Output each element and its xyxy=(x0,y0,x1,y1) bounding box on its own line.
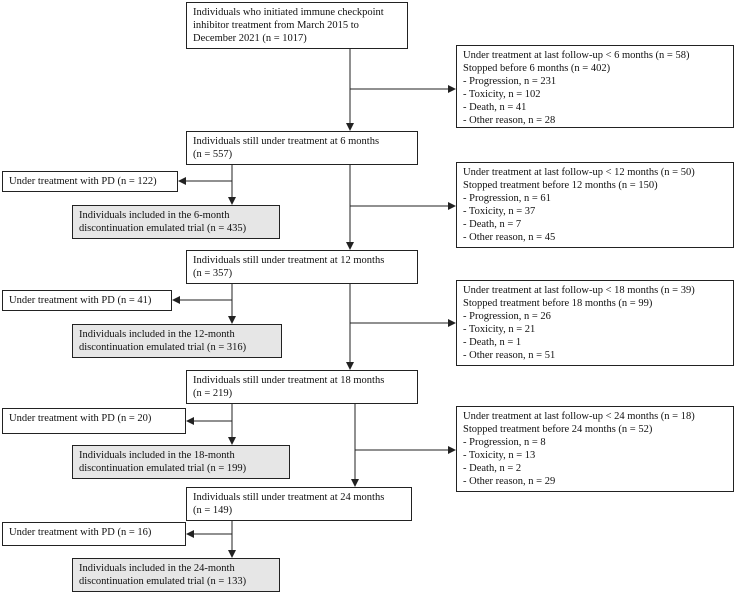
start-box: Individuals who initiated immune checkpo… xyxy=(186,2,408,49)
still-24-line-2: (n = 149) xyxy=(193,505,233,516)
exclusion-6-box: Under treatment at last follow-up < 6 mo… xyxy=(456,45,734,128)
included-12-line-2: discontinuation emulated trial (n = 316) xyxy=(79,342,247,353)
still-6-line-1: Individuals still under treatment at 6 m… xyxy=(193,136,380,147)
exclusion-18-line-4: - Toxicity, n = 21 xyxy=(463,324,536,335)
exclusion-24-line-5: - Death, n = 2 xyxy=(463,463,522,474)
included-18-box: Individuals included in the 18-month dis… xyxy=(72,445,290,479)
exclusion-18-line-6: - Other reason, n = 51 xyxy=(463,350,556,361)
exclusion-12-line-5: - Death, n = 7 xyxy=(463,219,522,230)
still-12-line-2: (n = 357) xyxy=(193,268,233,279)
exclusion-12-box: Under treatment at last follow-up < 12 m… xyxy=(456,162,734,248)
exclusion-24-line-4: - Toxicity, n = 13 xyxy=(463,450,536,461)
exclusion-24-line-2: Stopped treatment before 24 months (n = … xyxy=(463,424,653,435)
pd-6-box: Under treatment with PD (n = 122) xyxy=(2,171,178,192)
pd-12-box: Under treatment with PD (n = 41) xyxy=(2,290,172,311)
still-6-box: Individuals still under treatment at 6 m… xyxy=(186,131,418,165)
exclusion-24-line-3: - Progression, n = 8 xyxy=(463,437,546,448)
exclusion-12-line-2: Stopped treatment before 12 months (n = … xyxy=(463,180,658,191)
included-18-line-1: Individuals included in the 18-month xyxy=(79,450,235,461)
still-24-box: Individuals still under treatment at 24 … xyxy=(186,487,412,521)
start-line-3: December 2021 (n = 1017) xyxy=(193,33,307,44)
exclusion-6-line-1: Under treatment at last follow-up < 6 mo… xyxy=(463,50,690,61)
pd-24-box: Under treatment with PD (n = 16) xyxy=(2,522,186,546)
included-6-line-2: discontinuation emulated trial (n = 435) xyxy=(79,223,247,234)
exclusion-18-line-2: Stopped treatment before 18 months (n = … xyxy=(463,298,653,309)
included-12-line-1: Individuals included in the 12-month xyxy=(79,329,235,340)
exclusion-18-line-1: Under treatment at last follow-up < 18 m… xyxy=(463,285,695,296)
exclusion-18-line-5: - Death, n = 1 xyxy=(463,337,522,348)
exclusion-12-line-6: - Other reason, n = 45 xyxy=(463,232,556,243)
pd-18-line-1: Under treatment with PD (n = 20) xyxy=(9,413,152,424)
still-12-line-1: Individuals still under treatment at 12 … xyxy=(193,255,385,266)
exclusion-24-line-6: - Other reason, n = 29 xyxy=(463,476,556,487)
still-18-box: Individuals still under treatment at 18 … xyxy=(186,370,418,404)
pd-12-line-1: Under treatment with PD (n = 41) xyxy=(9,295,152,306)
exclusion-6-line-2: Stopped before 6 months (n = 402) xyxy=(463,63,611,74)
exclusion-18-box: Under treatment at last follow-up < 18 m… xyxy=(456,280,734,366)
exclusion-6-line-6: - Other reason, n = 28 xyxy=(463,115,556,126)
exclusion-6-line-3: - Progression, n = 231 xyxy=(463,76,557,87)
still-18-line-1: Individuals still under treatment at 18 … xyxy=(193,375,385,386)
still-18-line-2: (n = 219) xyxy=(193,388,233,399)
exclusion-12-line-3: - Progression, n = 61 xyxy=(463,193,551,204)
still-12-box: Individuals still under treatment at 12 … xyxy=(186,250,418,284)
included-6-box: Individuals included in the 6-month disc… xyxy=(72,205,280,239)
start-line-1: Individuals who initiated immune checkpo… xyxy=(193,7,384,18)
included-12-box: Individuals included in the 12-month dis… xyxy=(72,324,282,358)
exclusion-6-line-4: - Toxicity, n = 102 xyxy=(463,89,541,100)
exclusion-24-line-1: Under treatment at last follow-up < 24 m… xyxy=(463,411,695,422)
exclusion-12-line-1: Under treatment at last follow-up < 12 m… xyxy=(463,167,695,178)
included-24-box: Individuals included in the 24-month dis… xyxy=(72,558,280,592)
still-24-line-1: Individuals still under treatment at 24 … xyxy=(193,492,385,503)
still-6-line-2: (n = 557) xyxy=(193,149,233,160)
exclusion-12-line-4: - Toxicity, n = 37 xyxy=(463,206,536,217)
pd-6-line-1: Under treatment with PD (n = 122) xyxy=(9,176,157,187)
pd-18-box: Under treatment with PD (n = 20) xyxy=(2,408,186,434)
pd-24-line-1: Under treatment with PD (n = 16) xyxy=(9,527,152,538)
exclusion-18-line-3: - Progression, n = 26 xyxy=(463,311,551,322)
exclusion-24-box: Under treatment at last follow-up < 24 m… xyxy=(456,406,734,492)
included-24-line-2: discontinuation emulated trial (n = 133) xyxy=(79,576,247,587)
exclusion-6-line-5: - Death, n = 41 xyxy=(463,102,527,113)
included-18-line-2: discontinuation emulated trial (n = 199) xyxy=(79,463,247,474)
start-line-2: inhibitor treatment from March 2015 to xyxy=(193,20,359,31)
included-6-line-1: Individuals included in the 6-month xyxy=(79,210,230,221)
included-24-line-1: Individuals included in the 24-month xyxy=(79,563,235,574)
